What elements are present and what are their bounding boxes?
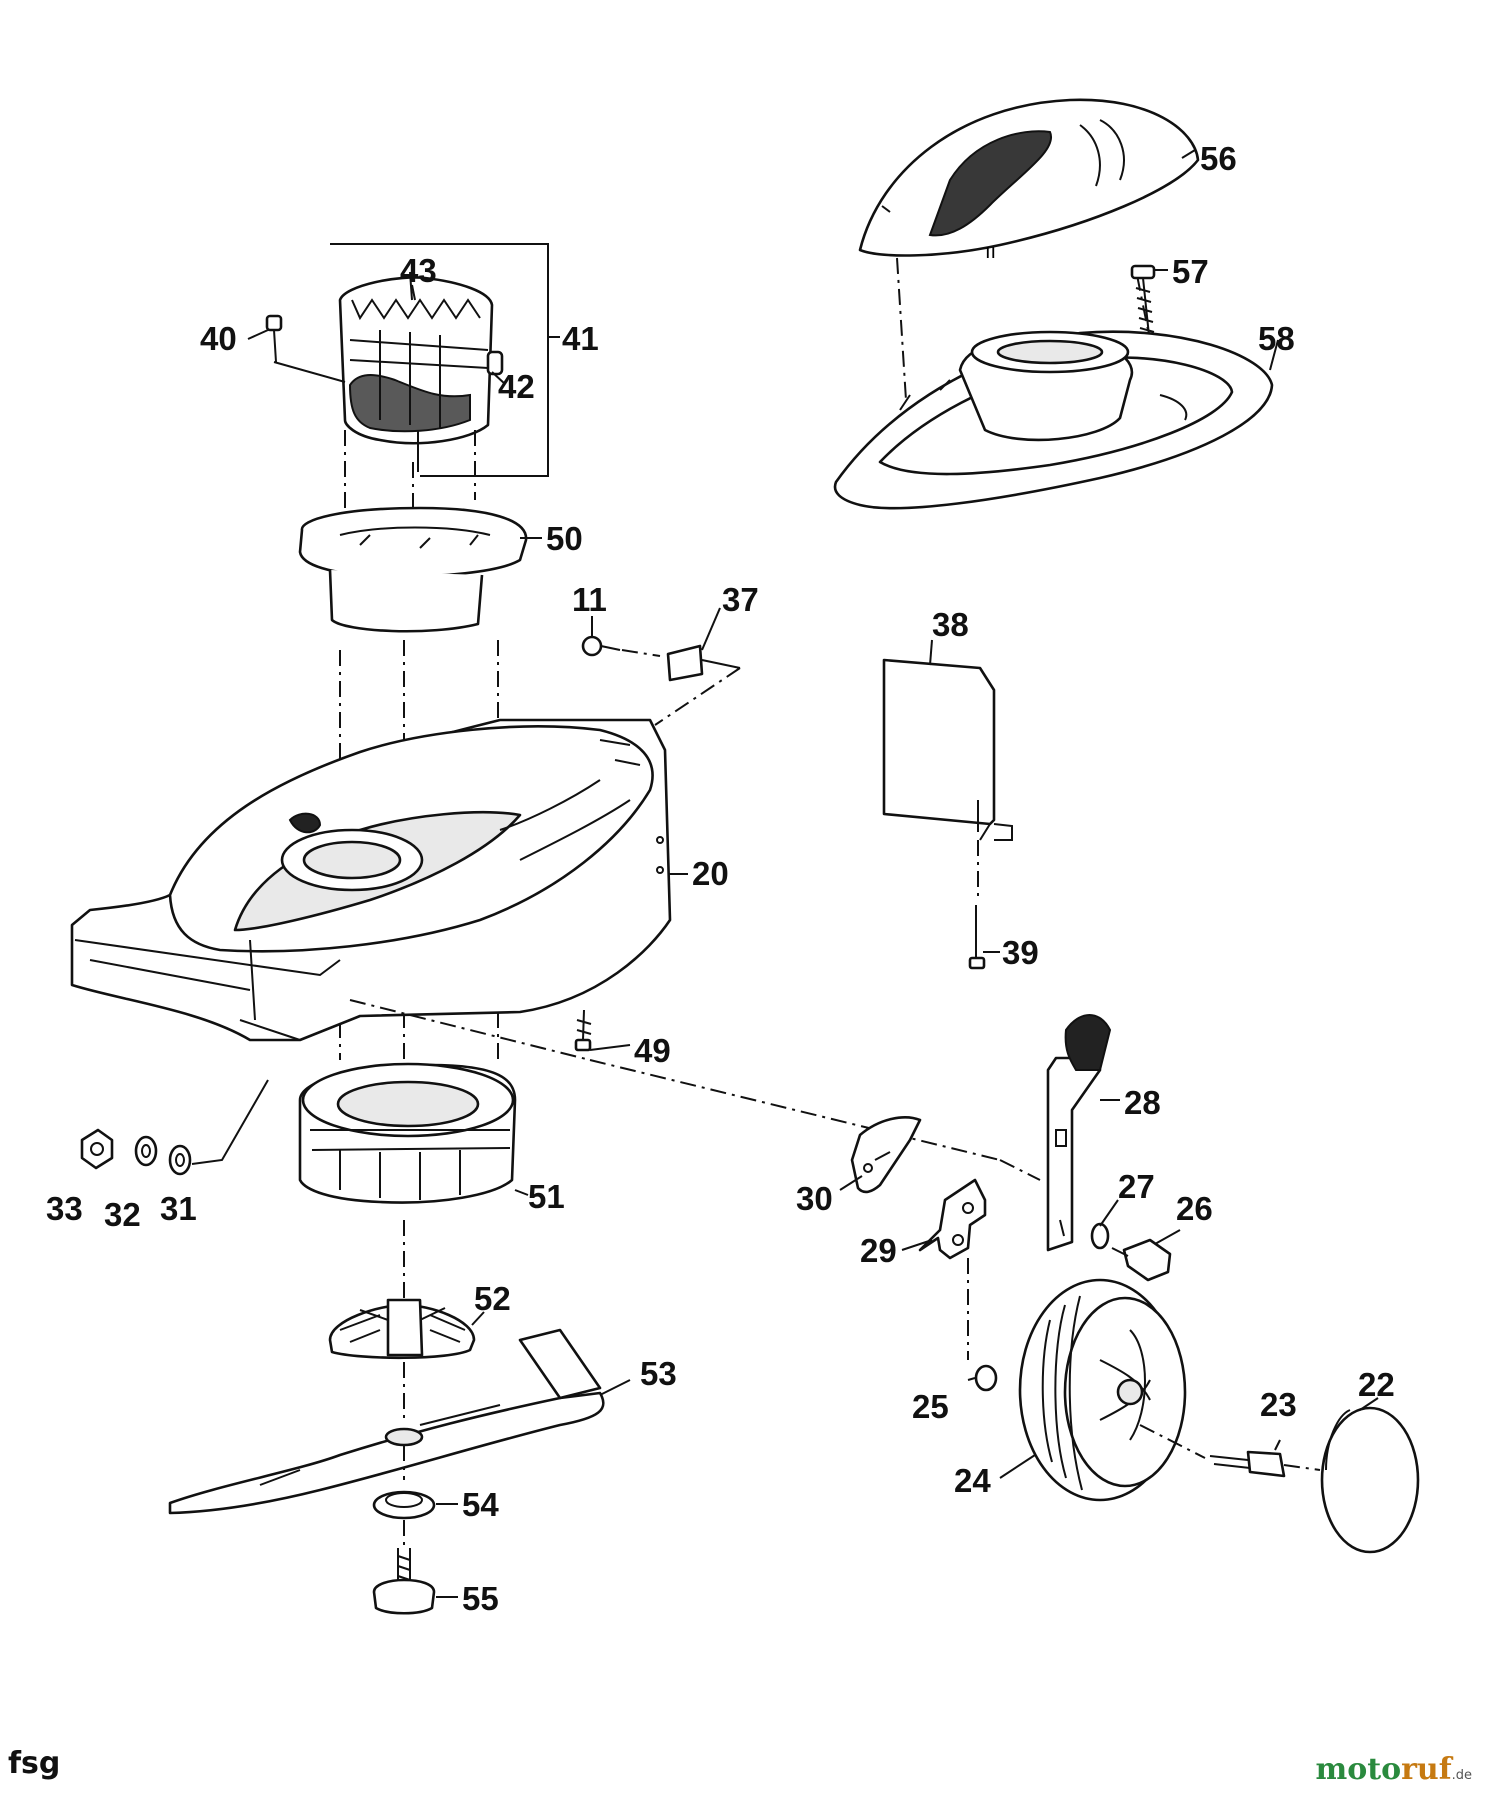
part-27-washer xyxy=(1090,1222,1110,1250)
part-53-blade xyxy=(168,1328,605,1515)
part-31-washer xyxy=(168,1144,192,1176)
part-39-screw xyxy=(968,905,986,970)
part-38-flap xyxy=(882,658,1013,841)
part-56-top-cover: ıı xyxy=(858,98,1200,263)
part-30-bracket xyxy=(850,1116,922,1194)
brand-tld: .de xyxy=(1451,1768,1472,1783)
callout-28: 28 xyxy=(1124,1084,1161,1121)
callout-50: 50 xyxy=(546,520,583,557)
part-49-screw xyxy=(574,1009,592,1052)
callout-11: 11 xyxy=(572,581,607,618)
callout-40: 40 xyxy=(200,320,237,357)
callout-27: 27 xyxy=(1118,1168,1155,1205)
callout-23: 23 xyxy=(1260,1386,1297,1423)
part-37-clip xyxy=(666,644,741,682)
callout-51: 51 xyxy=(528,1178,565,1215)
callout-20: 20 xyxy=(692,855,729,892)
bracket-41 xyxy=(330,243,549,477)
brand-main: moto xyxy=(1315,1752,1402,1787)
leader-lines xyxy=(247,149,1379,1598)
part-58-chute-base xyxy=(833,330,1274,510)
callout-31: 31 xyxy=(160,1190,197,1227)
callout-49: 49 xyxy=(634,1032,671,1069)
part-33-nut xyxy=(80,1128,114,1170)
part-28-height-lever xyxy=(1046,1014,1112,1252)
part-20-mower-deck xyxy=(70,718,672,1042)
part-50-motor-mount xyxy=(298,506,528,633)
part-11-screw xyxy=(581,635,621,657)
callout-38: 38 xyxy=(932,606,969,643)
part-26-shoulder-bolt xyxy=(1111,1238,1172,1282)
callouts: 56 57 58 43 40 41 42 50 11 37 38 20 39 4… xyxy=(46,140,1395,1617)
callout-30: 30 xyxy=(796,1180,833,1217)
callout-54: 54 xyxy=(462,1486,499,1523)
brand-accent: ruf xyxy=(1401,1752,1452,1787)
part-32-lock-washer xyxy=(134,1135,158,1167)
callout-39: 39 xyxy=(1002,934,1039,971)
part-54-washer xyxy=(372,1490,436,1520)
callout-26: 26 xyxy=(1176,1190,1213,1227)
part-22-hub-cap xyxy=(1320,1406,1420,1554)
callout-29: 29 xyxy=(860,1232,897,1269)
part-24-wheel xyxy=(1018,1278,1187,1502)
diagram-code: fsg xyxy=(8,1746,61,1781)
callout-33: 33 xyxy=(46,1190,83,1227)
part-25-washer xyxy=(974,1364,998,1392)
part-55-bolt xyxy=(372,1548,436,1615)
part-29-plate xyxy=(918,1178,987,1260)
callout-56: 56 xyxy=(1200,140,1237,177)
callout-37: 37 xyxy=(722,581,759,618)
callout-57: 57 xyxy=(1172,253,1209,290)
svg-text:ıı: ıı xyxy=(985,239,996,263)
callout-53: 53 xyxy=(640,1355,677,1392)
callout-55: 55 xyxy=(462,1580,499,1617)
callout-43: 43 xyxy=(400,252,437,289)
callout-41: 41 xyxy=(562,320,599,357)
part-51-fan-housing xyxy=(298,1062,517,1204)
callout-22: 22 xyxy=(1358,1366,1395,1403)
part-23-axle-bolt xyxy=(1209,1450,1286,1478)
callout-24: 24 xyxy=(954,1462,991,1499)
part-52-fan xyxy=(328,1298,476,1360)
callout-52: 52 xyxy=(474,1280,511,1317)
part-40-screw xyxy=(265,314,283,363)
callout-58: 58 xyxy=(1258,320,1295,357)
callout-42: 42 xyxy=(498,368,535,405)
callout-32: 32 xyxy=(104,1196,141,1233)
part-43-motor xyxy=(338,271,504,472)
callout-25: 25 xyxy=(912,1388,949,1425)
brand-watermark: motoruf.de xyxy=(1315,1752,1472,1787)
